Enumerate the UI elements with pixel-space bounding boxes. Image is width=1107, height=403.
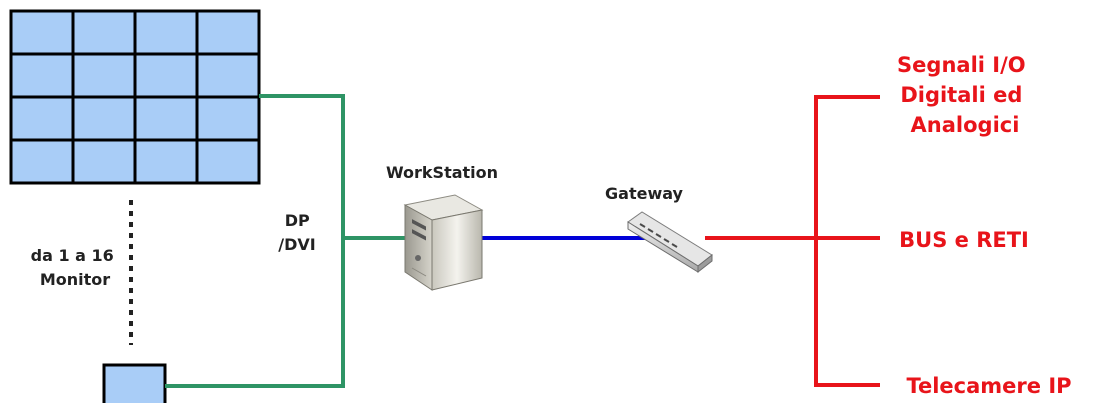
- video-wall-monitor: [71, 9, 137, 56]
- gateway-label: Gateway: [605, 184, 684, 203]
- video-wall-monitor: [133, 52, 199, 99]
- video-link: [165, 94, 405, 388]
- connection-label-line-2: /DVI: [278, 235, 315, 254]
- output-io-signals: Segnali I/O Digitali ed Analogici: [897, 53, 1033, 137]
- workstation-icon: [403, 194, 484, 291]
- video-wall-monitor: [71, 52, 137, 99]
- video-wall-monitor: [71, 138, 137, 185]
- video-wall: [9, 9, 261, 185]
- video-wall-monitor: [195, 9, 261, 56]
- video-wall-monitor: [9, 9, 75, 56]
- output-bus-networks: BUS e RETI: [899, 228, 1029, 252]
- video-wall-monitor: [195, 95, 261, 142]
- video-wall-monitor: [133, 9, 199, 56]
- video-wall-monitor: [133, 95, 199, 142]
- video-wall-monitor: [9, 138, 75, 185]
- video-wall-monitor: [195, 52, 261, 99]
- monitor-range-line-1: da 1 a 16: [31, 246, 114, 265]
- video-wall-monitor: [9, 95, 75, 142]
- output-io-line-1: Segnali I/O: [897, 53, 1026, 77]
- video-wall-monitor: [71, 95, 137, 142]
- video-wall-monitor: [195, 138, 261, 185]
- output-ip-cameras: Telecamere IP: [906, 374, 1071, 398]
- connection-label: DP /DVI: [278, 211, 315, 254]
- single-monitor: [102, 363, 167, 403]
- gateway-icon: [627, 211, 713, 274]
- output-io-line-3: Analogici: [911, 113, 1020, 137]
- field-bus-links: [705, 95, 880, 387]
- output-io-line-2: Digitali ed: [900, 83, 1022, 107]
- workstation-label: WorkStation: [386, 163, 498, 182]
- monitor-range-label: da 1 a 16 Monitor: [31, 246, 120, 289]
- video-wall-monitor: [9, 52, 75, 99]
- connection-label-line-1: DP: [285, 211, 310, 230]
- video-wall-monitor: [133, 138, 199, 185]
- monitor-range-line-2: Monitor: [40, 270, 110, 289]
